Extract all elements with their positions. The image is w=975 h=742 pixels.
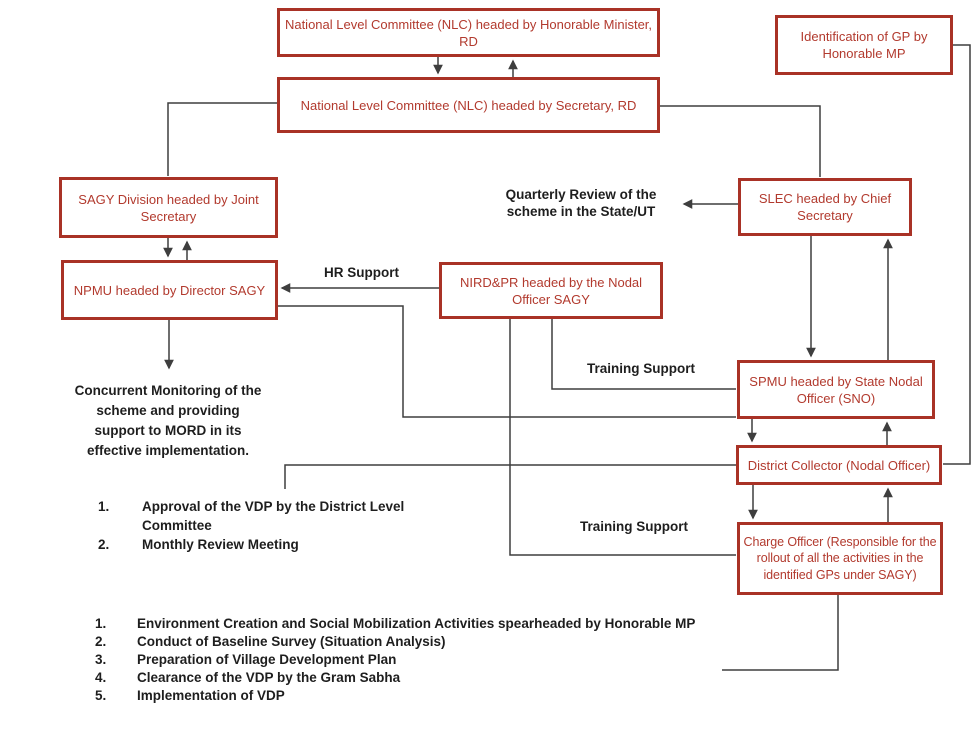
list-item-number: 4. (95, 670, 107, 685)
list-item-text: Clearance of the VDP by the Gram Sabha (137, 670, 401, 685)
box-identification-gp: Identification of GP by Honorable MP (775, 15, 953, 75)
list-item-text: Conduct of Baseline Survey (Situation An… (137, 634, 446, 649)
box-npmu: NPMU headed by Director SAGY (61, 260, 278, 320)
box-district-collector-label: District Collector (Nodal Officer) (747, 457, 931, 473)
connector-charge-officer-to-activities-list (722, 595, 839, 671)
box-spmu: SPMU headed by State Nodal Officer (SNO) (737, 360, 935, 419)
box-nirdpr: NIRD&PR headed by the Nodal Officer SAGY (439, 262, 663, 319)
list-item-number: 1. (98, 499, 110, 514)
list-item-text: Approval of the VDP by the District Leve… (142, 499, 405, 533)
box-charge-officer-label: Charge Officer (Responsible for the roll… (743, 534, 937, 582)
list-item: 1. Approval of the VDP by the District L… (98, 497, 442, 535)
box-nlc-minister-label: National Level Committee (NLC) headed by… (284, 16, 653, 49)
label-training-support-charge: Training Support (580, 519, 688, 534)
box-slec: SLEC headed by Chief Secretary (738, 178, 912, 236)
box-identification-gp-label: Identification of GP by Honorable MP (800, 29, 928, 61)
box-sagy-division-label: SAGY Division headed by Joint Secretary (78, 191, 259, 224)
list-item-number: 2. (98, 537, 110, 552)
district-level-list: 1. Approval of the VDP by the District L… (98, 497, 442, 554)
list-item-number: 1. (95, 616, 107, 631)
connector-nirdpr-to-charge-officer-training (509, 319, 736, 556)
connector-district-list-to-district-collector (284, 464, 736, 489)
label-hr-support: HR Support (324, 265, 399, 280)
list-item: 3. Preparation of Village Development Pl… (95, 651, 729, 669)
list-item-number: 3. (95, 652, 107, 667)
box-nirdpr-label: NIRD&PR headed by the Nodal Officer SAGY (459, 274, 643, 307)
box-sagy-division: SAGY Division headed by Joint Secretary (59, 177, 278, 238)
label-training-support-spmu: Training Support (587, 361, 695, 376)
list-item: 1. Environment Creation and Social Mobil… (95, 615, 729, 633)
connector-identification-to-district-collector (943, 44, 971, 465)
box-spmu-label: SPMU headed by State Nodal Officer (SNO) (749, 373, 923, 406)
list-item: 2. Monthly Review Meeting (98, 535, 442, 554)
box-district-collector: District Collector (Nodal Officer) (736, 445, 942, 485)
connector-npmu-to-spmu (278, 305, 736, 418)
connector-nlc-secretary-to-slec (660, 105, 821, 177)
list-item: 4. Clearance of the VDP by the Gram Sabh… (95, 669, 729, 687)
box-nlc-secretary-label: National Level Committee (NLC) headed by… (300, 97, 637, 113)
box-slec-label: SLEC headed by Chief Secretary (758, 191, 892, 223)
gp-activities-list: 1. Environment Creation and Social Mobil… (95, 615, 729, 705)
box-nlc-secretary: National Level Committee (NLC) headed by… (277, 77, 660, 133)
box-nlc-minister: National Level Committee (NLC) headed by… (277, 8, 660, 57)
list-item: 5. Implementation of VDP (95, 687, 729, 705)
list-item-text: Environment Creation and Social Mobiliza… (137, 616, 696, 631)
list-item-text: Implementation of VDP (137, 688, 285, 703)
label-quarterly-review: Quarterly Review of the scheme in the St… (505, 187, 657, 219)
connector-nlc-secretary-to-sagy-division (167, 102, 277, 176)
list-item-number: 5. (95, 688, 107, 703)
box-charge-officer: Charge Officer (Responsible for the roll… (737, 522, 943, 595)
label-concurrent-monitoring: Concurrent Monitoring of the scheme and … (74, 383, 262, 458)
connector-nirdpr-to-spmu-training (551, 319, 736, 390)
list-item-text: Monthly Review Meeting (142, 537, 299, 552)
list-item: 2. Conduct of Baseline Survey (Situation… (95, 633, 729, 651)
box-npmu-label: NPMU headed by Director SAGY (73, 282, 266, 298)
list-item-number: 2. (95, 634, 107, 649)
list-item-text: Preparation of Village Development Plan (137, 652, 397, 667)
